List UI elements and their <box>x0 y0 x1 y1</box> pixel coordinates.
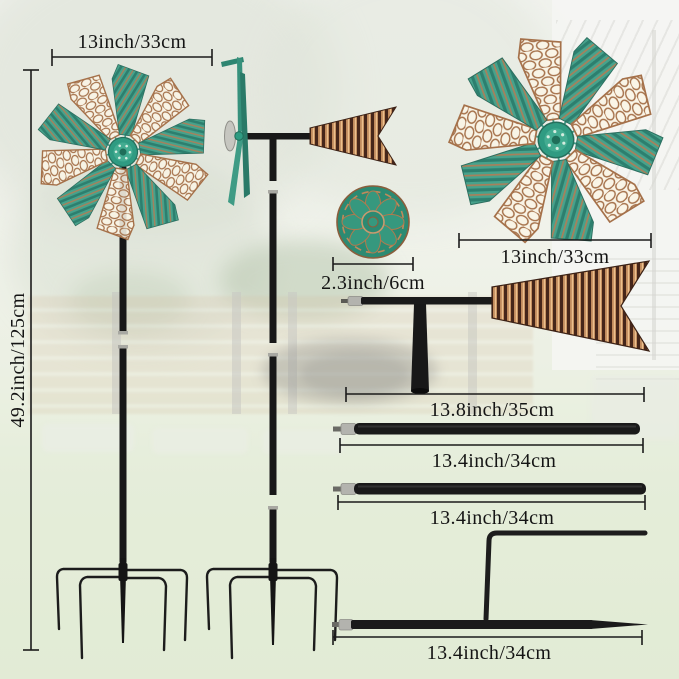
dim-line-pole-section-lower <box>337 495 646 510</box>
ground-stake-part <box>332 530 648 631</box>
dim-line-medallion-diameter <box>332 257 414 271</box>
dim-line-left-wheel-width <box>51 49 213 66</box>
background-fence-post <box>288 292 297 414</box>
pole-section-lower-rod <box>333 483 646 495</box>
middle-vane-arrow <box>309 106 398 166</box>
dim-label-pole-section-lower: 13.4inch/34cm <box>429 507 555 529</box>
right-windmill-wheel <box>433 20 679 260</box>
dim-label-left-wheel-width: 13inch/33cm <box>77 31 187 53</box>
background-fence-post <box>468 292 477 414</box>
background-patio-furniture <box>300 352 410 396</box>
dim-line-ground-stake <box>332 630 643 645</box>
dim-line-right-wheel-width <box>458 233 652 248</box>
dim-label-overall-height: 49.2inch/125cm <box>7 292 29 428</box>
background-fence-post <box>112 292 121 414</box>
background-stepping-stone <box>42 424 134 452</box>
dim-line-overall-height <box>23 69 39 651</box>
background-patio-furniture <box>262 338 437 404</box>
dim-label-ground-stake: 13.4inch/34cm <box>426 642 552 664</box>
background-house-corner-trim <box>652 30 656 360</box>
side-view-spinner <box>221 57 250 206</box>
dim-label-right-wheel-width: 13inch/33cm <box>500 246 610 268</box>
dim-label-vane-arm-length: 13.8inch/35cm <box>429 399 555 421</box>
dim-label-pole-section-upper: 13.4inch/34cm <box>431 450 557 472</box>
background-bush-blob <box>70 270 190 330</box>
dim-label-medallion-diameter: 2.3inch/6cm <box>321 272 425 294</box>
left-windmill-wheel <box>3 33 243 271</box>
dim-line-vane-arm-length <box>345 387 645 402</box>
background-fence-post <box>232 292 241 414</box>
background-stepping-stone <box>152 428 248 454</box>
medallion <box>336 185 410 259</box>
dim-line-pole-section-upper <box>339 438 644 453</box>
vane-arm-part <box>341 260 651 394</box>
pole-section-upper-rod <box>333 423 640 435</box>
